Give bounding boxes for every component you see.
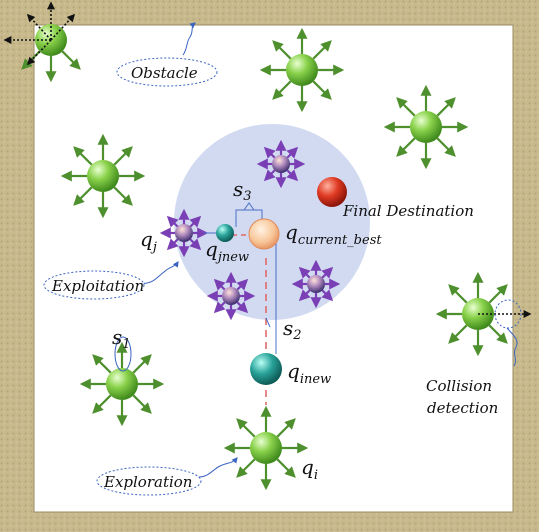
qinew-node <box>250 353 282 385</box>
green-particle-icon <box>60 133 146 219</box>
s3-label: s3 <box>233 177 252 204</box>
green-particle-icon <box>79 341 165 427</box>
exploration-label: Exploration <box>103 473 192 491</box>
qinew-label: qinew <box>287 359 331 387</box>
qcurrent-label: qcurrent_best <box>285 220 382 248</box>
current-best-node <box>248 218 280 250</box>
final-destination-label: Final Destination <box>342 202 474 220</box>
exploration-callout <box>96 466 202 496</box>
qj-label: qj <box>140 227 157 255</box>
purple-particle-icon <box>206 271 256 321</box>
purple-particle-icon <box>159 208 209 258</box>
purple-particle-icon <box>291 259 341 309</box>
obstacle-callout <box>116 57 218 87</box>
green-particle-icon <box>223 405 309 491</box>
s1-marker <box>114 336 132 372</box>
corner-collision-arrows <box>3 1 76 66</box>
qjnew-label: qjnew <box>205 237 249 265</box>
purple-particle-icon <box>256 139 306 189</box>
right-collision-marker <box>478 299 532 329</box>
green-particle-icon <box>383 84 469 170</box>
s2-label: s2 <box>283 316 302 343</box>
obstacle-label: Obstacle <box>131 64 198 82</box>
qjnew-node <box>216 224 234 242</box>
s1-label: s1 <box>112 325 131 352</box>
final-destination-node <box>317 177 347 207</box>
callout-squiggles <box>139 22 518 478</box>
exploitation-callout <box>43 270 145 300</box>
qi-label: qi <box>301 455 318 483</box>
exploitation-label: Exploitation <box>51 277 144 295</box>
green-particle-icon <box>259 27 345 113</box>
collision-label-line1: Collision <box>426 377 492 395</box>
collision-label-line2: detection <box>427 399 498 417</box>
